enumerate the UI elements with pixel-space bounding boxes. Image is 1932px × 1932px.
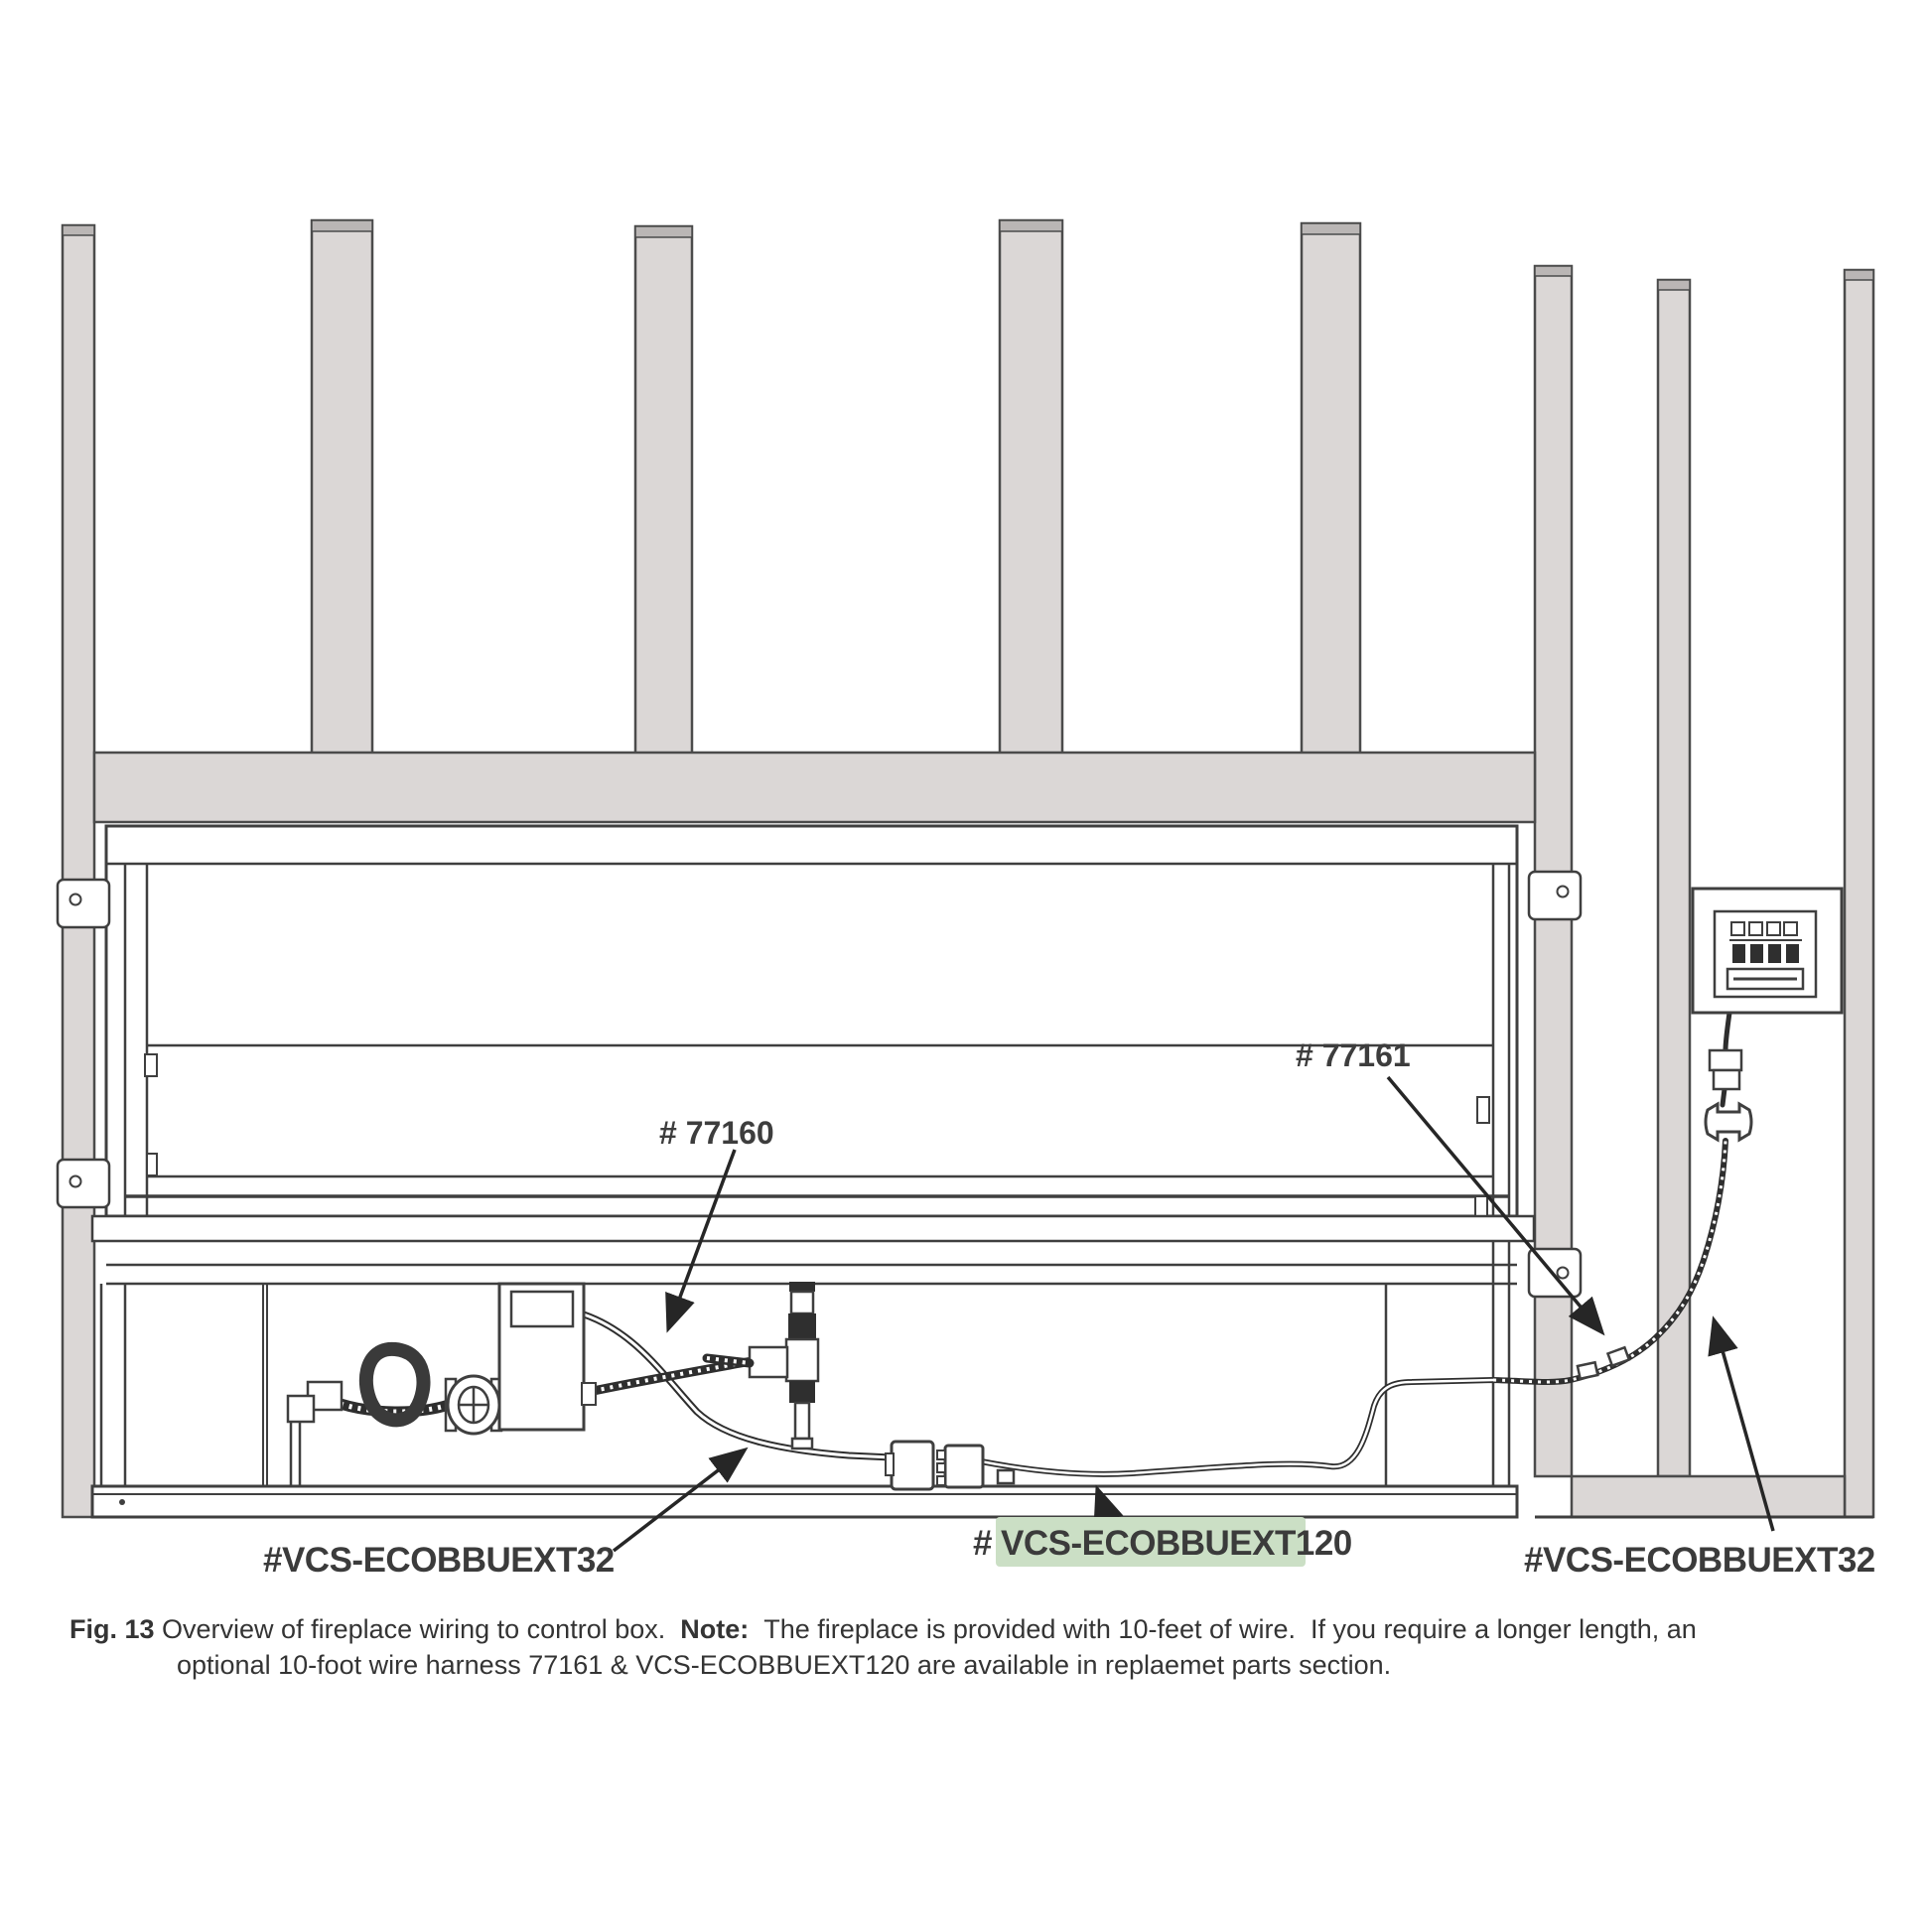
sole-plate-right bbox=[1570, 1474, 1847, 1519]
compartment-components bbox=[286, 1282, 1016, 1491]
stud-3 bbox=[633, 224, 694, 757]
stud-5-cap bbox=[1301, 222, 1361, 235]
arrow-77160 bbox=[665, 1149, 737, 1333]
bracket-left-bottom bbox=[56, 1158, 111, 1209]
wire-clip-bay-2 bbox=[1605, 1345, 1631, 1368]
gas-hose-braid bbox=[340, 1401, 450, 1415]
caption-line1-b: The fireplace is provided with 10-feet o… bbox=[749, 1614, 1697, 1644]
label-77161: # 77161 bbox=[1296, 1037, 1411, 1073]
t-fitting-tube bbox=[793, 1401, 811, 1441]
label-ext120-highlight bbox=[996, 1517, 1306, 1567]
stud-2 bbox=[310, 218, 374, 757]
fireplace-unit bbox=[90, 824, 1536, 1519]
connector-b-tooth-1 bbox=[936, 1449, 946, 1460]
bracket-left-top-hole bbox=[69, 893, 82, 906]
hearth-shelf bbox=[90, 1214, 1536, 1243]
wall-switch-box bbox=[1691, 887, 1844, 1143]
left-column-clip-2 bbox=[146, 1153, 158, 1176]
wire-loop bbox=[358, 1341, 431, 1428]
connector-b-tooth-3 bbox=[936, 1475, 946, 1486]
connector-link bbox=[1720, 1086, 1727, 1108]
arrow-ext32-right bbox=[1708, 1315, 1775, 1532]
caption-line-1: Fig. 13 Overview of fireplace wiring to … bbox=[69, 1614, 1697, 1644]
elbow-fitting bbox=[286, 1394, 316, 1424]
label-ext32-right: #VCS-ECOBBUEXT32 bbox=[1524, 1541, 1875, 1580]
stud-left-cap bbox=[62, 224, 95, 236]
t-fitting bbox=[702, 1282, 820, 1450]
wire-ext120-braid bbox=[1492, 1140, 1727, 1384]
connector-plug-a-latch bbox=[885, 1452, 895, 1476]
switch-rocker-4 bbox=[1786, 944, 1799, 963]
right-column-clip-1 bbox=[1476, 1096, 1490, 1124]
label-ext32-left: #VCS-ECOBBUEXT32 bbox=[263, 1541, 615, 1580]
t-fitting-band-1 bbox=[788, 1313, 816, 1339]
switch-screw-2 bbox=[1748, 921, 1763, 936]
part-labels: # 77160 # 77161 #VCS-ECOBBUEXT32 # VCS-E… bbox=[263, 1037, 1875, 1580]
t-fitting-neck bbox=[789, 1290, 815, 1315]
caption-line-2: optional 10-foot wire harness 77161 & VC… bbox=[177, 1650, 1391, 1680]
t-fitting-body bbox=[784, 1337, 820, 1383]
label-ext120-hash: # bbox=[973, 1524, 992, 1563]
bay-wire-clips bbox=[1576, 1345, 1631, 1381]
module-harness-braid bbox=[583, 1359, 753, 1395]
wire-ext120-core bbox=[979, 1378, 1495, 1476]
bracket-left-bottom-hole bbox=[69, 1174, 82, 1188]
bracket-right-bottom-hole bbox=[1556, 1266, 1570, 1280]
fireplace-outer-box bbox=[104, 824, 1519, 1218]
wire-clip-bay-1 bbox=[1576, 1360, 1599, 1381]
connector-plug-a bbox=[890, 1440, 935, 1491]
switch-screw-4 bbox=[1783, 921, 1798, 936]
callout-arrows bbox=[612, 1075, 1775, 1553]
stud-7-cap bbox=[1657, 279, 1691, 291]
switch-screw-3 bbox=[1766, 921, 1781, 936]
t-fitting-foot bbox=[790, 1437, 814, 1450]
bottom-band-screw bbox=[119, 1499, 125, 1505]
caption-line1-a: Overview of fireplace wiring to control … bbox=[155, 1614, 681, 1644]
t-fitting-band-2 bbox=[789, 1381, 815, 1403]
t-fitting-lead-braid bbox=[706, 1356, 751, 1365]
stud-4-cap bbox=[999, 219, 1063, 232]
label-77160: # 77160 bbox=[659, 1115, 774, 1151]
switch-connector-1b bbox=[1712, 1068, 1741, 1091]
control-module-tab bbox=[581, 1382, 597, 1406]
bracket-right-top-hole bbox=[1556, 885, 1570, 898]
stud-8 bbox=[1843, 268, 1875, 1519]
wire-77160-core bbox=[582, 1312, 894, 1459]
switch-rocker-1 bbox=[1732, 944, 1745, 963]
t-fitting-nut bbox=[748, 1345, 789, 1379]
caption-note-label: Note: bbox=[680, 1614, 749, 1644]
switch-connector-clamp bbox=[1704, 1101, 1753, 1143]
right-column-clip-2 bbox=[1474, 1195, 1488, 1219]
left-column-clip-1 bbox=[144, 1053, 158, 1077]
control-module-window bbox=[509, 1290, 575, 1328]
connector-plug-b bbox=[943, 1444, 985, 1489]
stud-left bbox=[61, 223, 96, 1519]
connector-b-tooth-2 bbox=[936, 1462, 946, 1473]
wire-clip-floor bbox=[996, 1468, 1016, 1485]
switch-box-lead bbox=[1723, 1010, 1732, 1053]
header-beam bbox=[92, 751, 1537, 824]
compartment-bottom-band bbox=[90, 1484, 1519, 1519]
bracket-left-top bbox=[56, 878, 111, 929]
figure-caption: Fig. 13 Overview of fireplace wiring to … bbox=[69, 1614, 1697, 1680]
t-fitting-cap bbox=[789, 1282, 815, 1292]
stud-6-cap bbox=[1534, 265, 1573, 277]
label-ext120: VCS-ECOBBUEXT120 bbox=[1001, 1524, 1352, 1563]
stud-8-cap bbox=[1844, 269, 1874, 281]
stud-4 bbox=[998, 218, 1064, 757]
stud-5 bbox=[1300, 221, 1362, 757]
bracket-right-top bbox=[1527, 870, 1583, 921]
stud-3-cap bbox=[634, 225, 693, 238]
switch-connector-1a bbox=[1708, 1048, 1743, 1072]
arrow-77161 bbox=[1386, 1075, 1605, 1336]
switch-screw-1 bbox=[1730, 921, 1745, 936]
stud-2-cap bbox=[311, 219, 373, 232]
stud-7 bbox=[1656, 278, 1692, 1478]
switch-rocker-2 bbox=[1750, 944, 1763, 963]
arrow-ext32-left bbox=[612, 1447, 749, 1553]
caption-fig-label: Fig. 13 bbox=[69, 1614, 155, 1644]
switch-rocker-3 bbox=[1768, 944, 1781, 963]
